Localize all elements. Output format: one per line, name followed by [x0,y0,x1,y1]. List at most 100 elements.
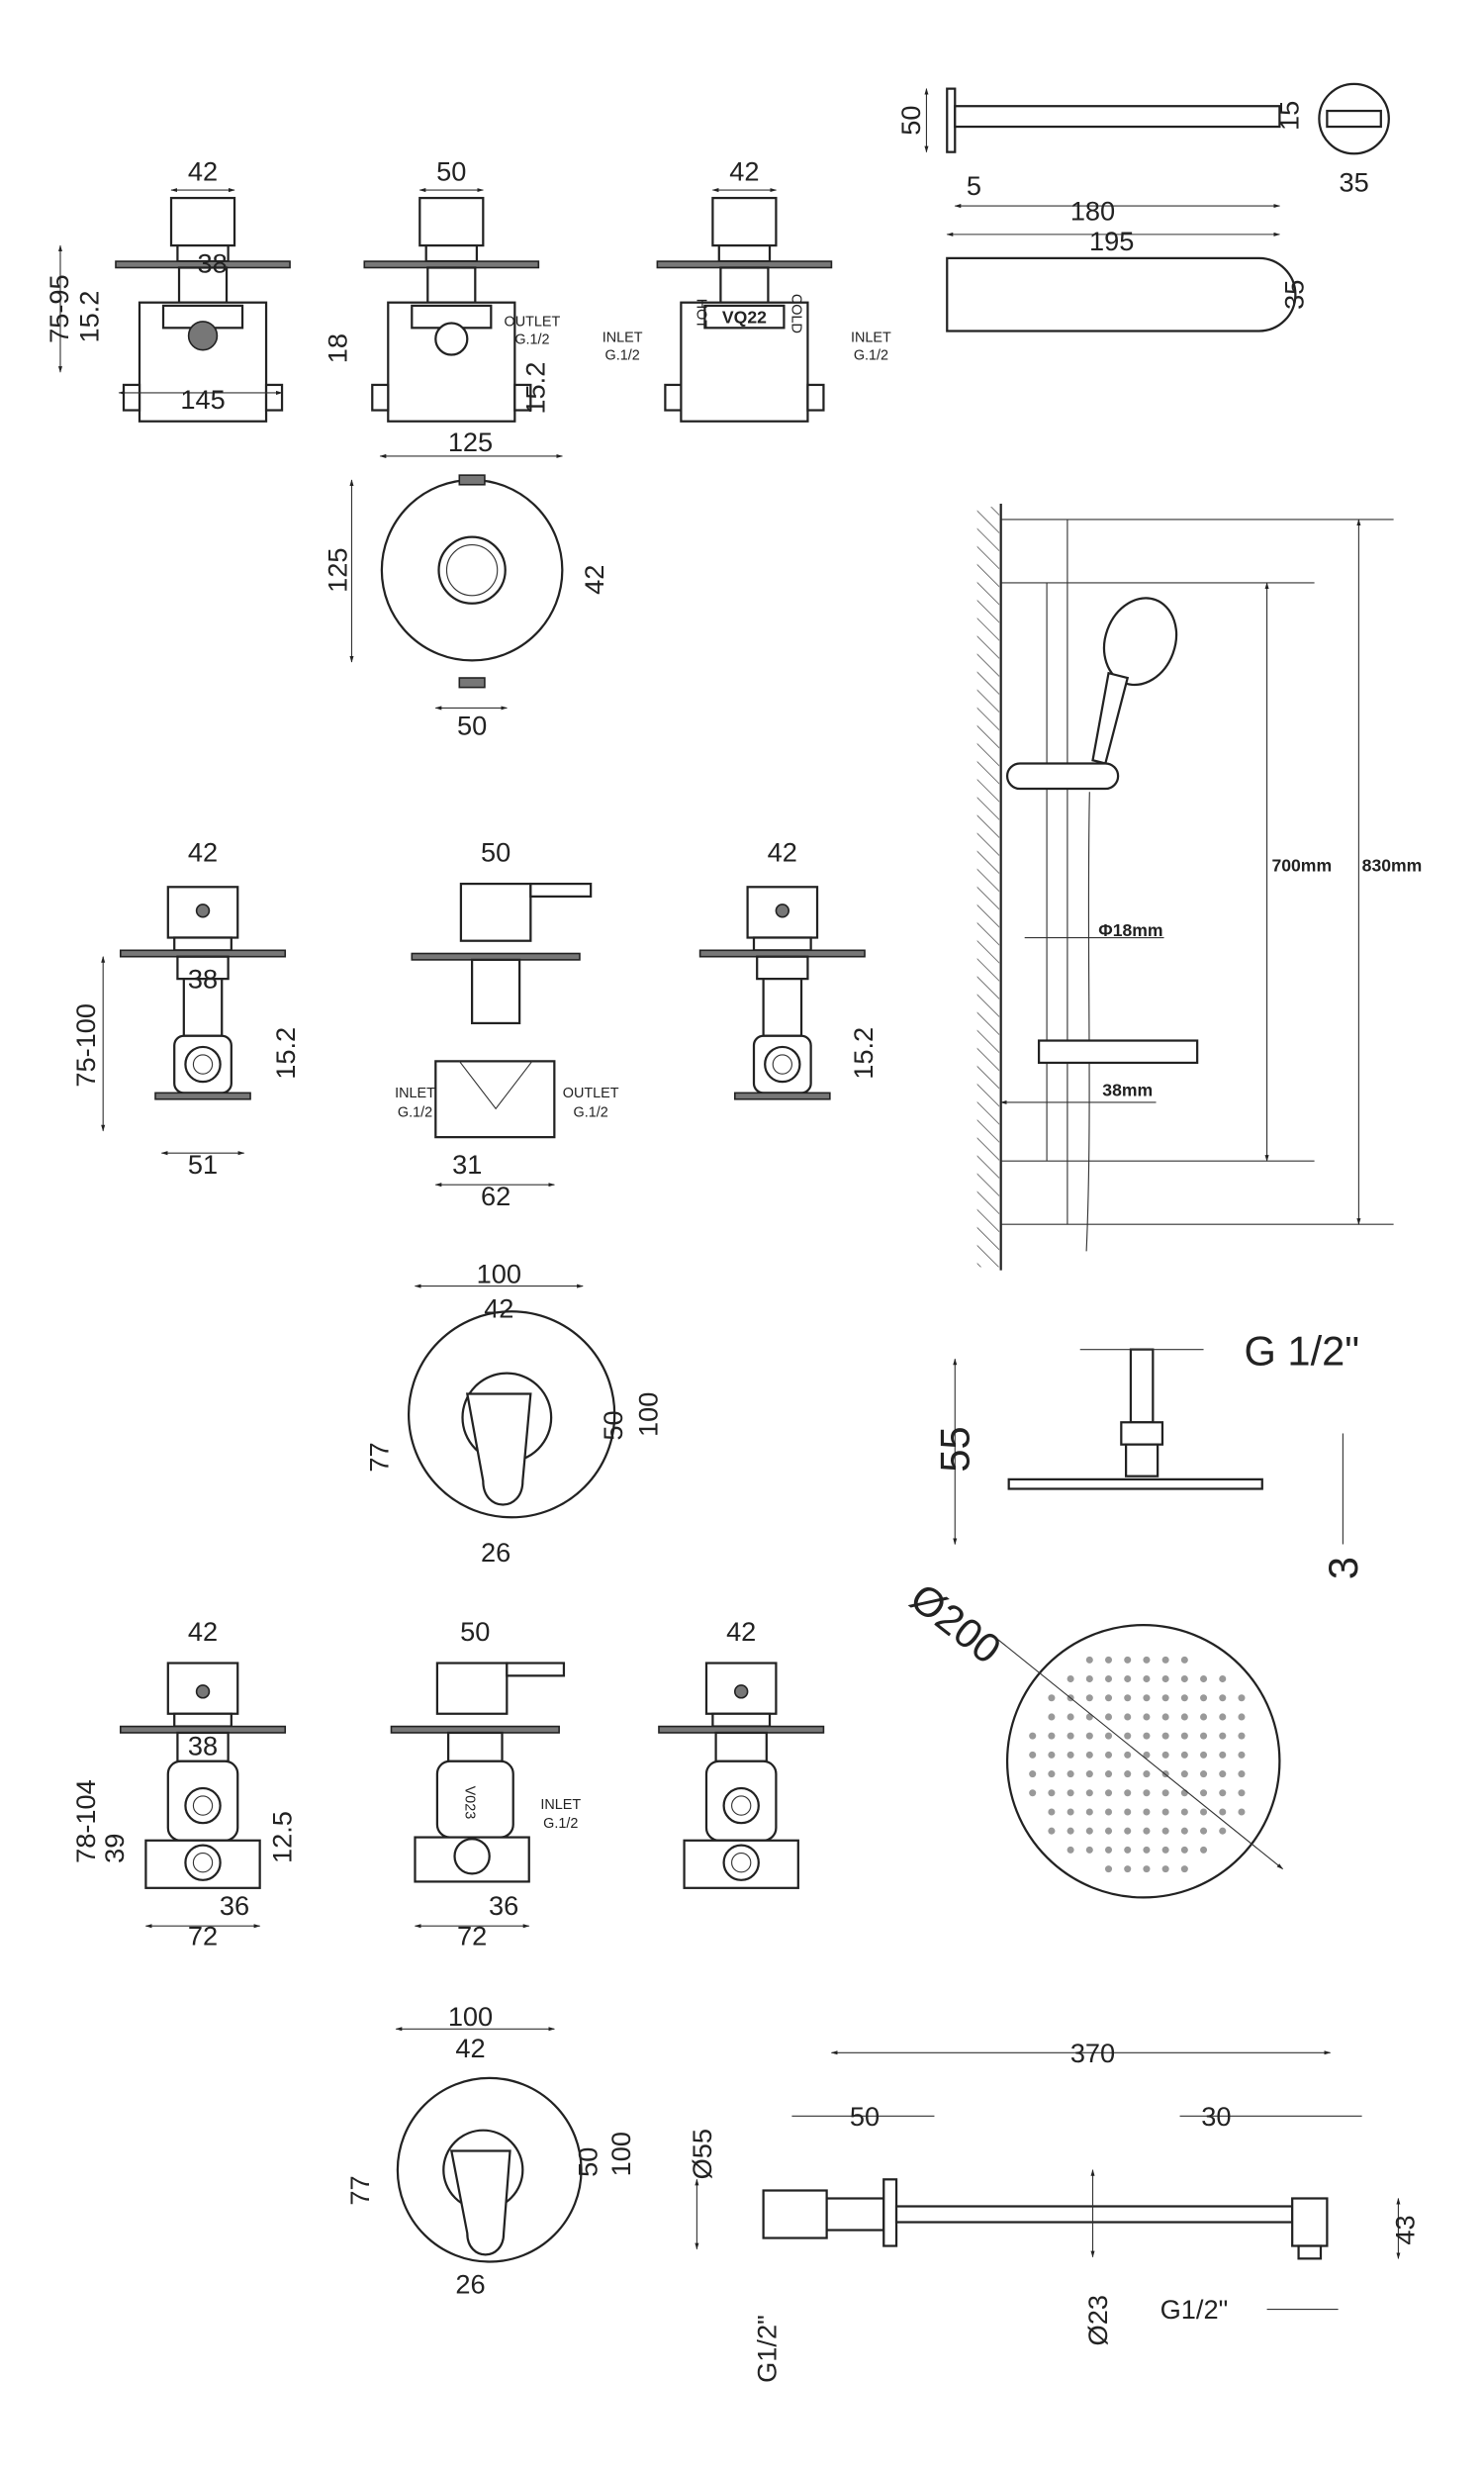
nozzle [1104,1865,1113,1873]
nozzle [1219,1789,1227,1797]
nozzle [1143,1827,1151,1835]
nozzle [1124,1713,1132,1721]
nozzle [1219,1713,1227,1721]
dim-lever-width: 26 [481,1537,510,1568]
nozzle [1161,1751,1169,1759]
dim-width: 50 [436,155,466,186]
dim-base: 72 [188,1920,218,1951]
nozzle [1143,1694,1151,1702]
nozzle [1238,1770,1246,1778]
nozzle [1067,1713,1074,1721]
bottom-valve-middle: V023 INLET G.1/2 50 36 72 [390,1616,581,1951]
inlet-left-thread: G.1/2 [605,347,640,363]
nozzle [1200,1675,1208,1683]
bottom-valve-right: 42 [657,1616,825,1889]
nozzle [1143,1713,1151,1721]
dim-width: 42 [188,1616,218,1647]
shower-head-face: Ø200 [902,1573,1284,1899]
nozzle [1143,1865,1151,1873]
nozzle [1143,1846,1151,1854]
model-label: V023 [462,1786,478,1820]
dim-height: 50 [895,106,926,136]
dim-offset: 15.2 [73,291,104,343]
nozzle [1104,1675,1113,1683]
nozzle [1161,1846,1169,1854]
top-valve-left: 42 38 75-95 15.2 18 145 [44,155,353,423]
nozzle [1104,1694,1113,1702]
dim-offset: 15.2 [520,362,551,415]
nozzle [1180,1713,1188,1721]
nozzle [1085,1694,1093,1702]
nozzle [1085,1827,1093,1835]
bottom-valve-left: 42 38 78-104 39 12.5 36 72 [70,1616,297,1951]
nozzle [1161,1675,1169,1683]
nozzle [1124,1675,1132,1683]
dim-wall-thread: G1/2" [751,2315,782,2383]
nozzle [1200,1732,1208,1740]
dim-inner: 38 [188,1730,218,1760]
nozzle [1067,1675,1074,1683]
mid-valve-left: 42 38 75-100 15.2 51 [70,837,301,1180]
nozzle [1067,1732,1074,1740]
top-valve-right: 42 VQ22 HOT COLD INLET G.1/2 INLET G.1/2 [603,155,891,423]
nozzle [1124,1751,1132,1759]
nozzle [1085,1675,1093,1683]
nozzle [1048,1713,1056,1721]
outlet-label: OUTLET [563,1086,619,1101]
nozzle [1104,1827,1113,1835]
nozzle [1124,1827,1132,1835]
nozzle [1238,1732,1246,1740]
nozzle [1124,1694,1132,1702]
nozzle [1104,1789,1113,1797]
dim-width: 125 [448,427,493,457]
nozzle [1085,1770,1093,1778]
nozzle [1219,1732,1227,1740]
dim-depth: 75-95 [44,274,74,343]
dim-length: 180 [1070,195,1115,226]
nozzle [1143,1732,1151,1740]
nozzle [1067,1751,1074,1759]
nozzle [1104,1751,1113,1759]
mid-valve-middle: INLET G.1/2 OUTLET G.1/2 50 31 62 [395,837,619,1211]
dim-body: 145 [180,384,225,415]
nozzle [1180,1770,1188,1778]
nozzle [1104,1656,1113,1664]
nozzle [1200,1751,1208,1759]
nozzle [1067,1770,1074,1778]
outlet-thread: G.1/2 [514,332,549,347]
nozzle [1238,1808,1246,1816]
dim-base: 51 [188,1149,218,1180]
dim-drop: 43 [1389,2215,1420,2244]
nozzle [1048,1732,1056,1740]
inlet-left-label: INLET [603,331,643,346]
nozzle [1048,1770,1056,1778]
nozzle [1143,1808,1151,1816]
dim-width: 100 [448,2001,493,2032]
dim-rail-diameter: Φ18mm [1098,920,1162,940]
nozzle [1085,1713,1093,1721]
dim-830: 830mm [1362,855,1423,875]
bath-spout: 50 15 5 180 195 35 35 [895,82,1390,333]
nozzle [1048,1789,1056,1797]
dim-inner: 42 [455,2033,485,2063]
dim-width: 42 [188,837,218,868]
nozzle [1200,1770,1208,1778]
dim-inner: 38 [198,247,228,278]
riser-rail-kit: 700mm 830mm Φ18mm 38mm [976,503,1423,1271]
dim-outlet-thread: G1/2" [1160,2294,1229,2325]
dim-length: 370 [1070,2038,1115,2068]
dim-700: 700mm [1271,855,1332,875]
model-label: VQ22 [722,308,767,328]
nozzle [1104,1846,1113,1854]
nozzle [1085,1751,1093,1759]
dim-half: 31 [452,1149,482,1180]
nozzle [1124,1865,1132,1873]
nozzle [1219,1827,1227,1835]
round-plate-2: 100 42 77 50 100 26 [363,1258,663,1568]
dim-offset: 12.5 [267,1811,298,1863]
nozzle [1124,1732,1132,1740]
nozzle [1085,1846,1093,1854]
dim-thickness: 3 [1320,1557,1366,1579]
dim-flange-depth: 50 [850,2101,880,2132]
outlet-label: OUTLET [505,315,561,331]
